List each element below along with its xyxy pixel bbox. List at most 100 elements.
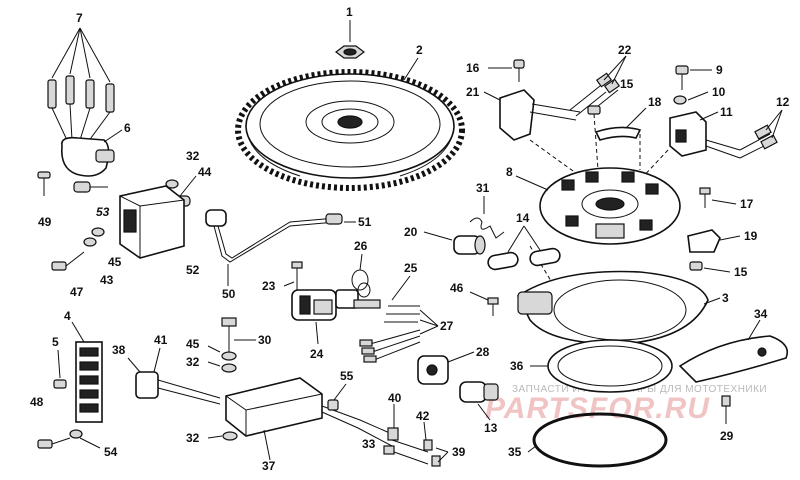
callout-45-left: 45 [108,255,122,269]
cap-13 [459,381,499,403]
sensor-28 [417,355,449,385]
callout-15-top: 15 [620,77,634,91]
callout-21: 21 [466,85,480,99]
screw-48 [37,437,71,449]
callout-20: 20 [404,225,418,239]
washer-10 [673,95,687,105]
callout-36: 36 [510,359,524,373]
screw-5 [53,379,67,389]
callout-32-top: 32 [186,149,200,163]
sensor-21 [499,89,581,141]
callout-41: 41 [154,333,168,347]
callout-12: 12 [776,95,790,109]
watermark-logo: PARTSFOR.RU [485,392,710,425]
sleeve-20 [453,235,486,255]
callout-29: 29 [720,429,734,443]
callout-2: 2 [416,43,423,57]
callout-1: 1 [346,5,353,19]
screw-9 [675,65,689,90]
callout-27: 27 [440,319,454,333]
bolt-30 [221,317,237,352]
washer-45-left [91,227,105,237]
clamp-18 [594,126,642,141]
callout-26: 26 [354,239,368,253]
spring-31 [469,217,505,239]
callout-16: 16 [466,61,480,75]
terminal-block-4 [75,341,103,423]
tubes-14 [487,247,561,271]
screw-47 [51,251,85,271]
callout-39: 39 [452,445,466,459]
screw-17 [699,187,711,208]
callout-32-middle: 32 [186,355,200,369]
stator-plate-8 [539,167,681,245]
terminals-42 [423,439,441,467]
bracket-25 [335,289,381,309]
callout-25: 25 [404,261,418,275]
terminal-33 [383,445,395,455]
callout-45-right: 45 [186,337,200,351]
flywheel-nut [335,45,365,59]
callout-54: 54 [104,445,118,459]
callout-31: 31 [476,181,490,195]
screw-16 [513,59,525,82]
callout-35: 35 [508,445,522,459]
screw-46 [487,297,499,316]
callout-19: 19 [744,229,758,243]
callout-51: 51 [358,215,372,229]
washer-32-middle [221,363,237,373]
screw-15-bottom [689,261,703,271]
callout-4: 4 [64,309,71,323]
callout-13: 13 [484,421,498,435]
washer-45-right [221,351,237,361]
terminal-40 [387,427,399,441]
callout-40: 40 [388,391,402,405]
callout-10: 10 [712,85,726,99]
callout-44: 44 [198,165,212,179]
ring-35 [532,412,668,468]
bracket-34 [678,335,789,383]
callout-34: 34 [754,307,768,321]
callout-3: 3 [722,291,729,305]
callout-49: 49 [38,215,52,229]
callout-55: 55 [340,369,354,383]
callout-32-bottom: 32 [186,431,200,445]
callout-53: 53 [96,205,110,219]
callout-46: 46 [450,281,464,295]
connector-41 [135,371,221,405]
washer-54 [69,429,83,439]
screw-29 [721,395,731,424]
washer-32-top [165,179,179,189]
ignition-coil [119,185,185,259]
callout-33: 33 [362,437,376,451]
trigger-assembly-24 [291,289,337,321]
retaining-ring-36 [547,339,673,393]
callout-38: 38 [112,343,126,357]
callout-43: 43 [100,273,114,287]
callout-14: 14 [516,211,530,225]
washer-43 [83,237,97,247]
high-tension-lead [205,209,343,263]
callout-47: 47 [70,285,84,299]
module-11 [669,111,741,159]
flywheel [235,69,465,191]
power-pack-37 [225,377,393,447]
callout-5: 5 [52,335,59,349]
callout-30: 30 [258,333,272,347]
callout-8: 8 [506,165,513,179]
screw-53 [73,181,108,193]
screw-15-top [587,105,601,115]
callout-50: 50 [222,287,236,301]
armature-plate-3 [516,270,709,345]
callout-18: 18 [648,95,662,109]
ignition-coil-boot [60,136,115,177]
callout-28: 28 [476,345,490,359]
screw-49 [37,171,51,196]
cover-19 [687,229,721,253]
terminals-27 [359,305,421,363]
spark-plug-leads [47,75,115,143]
callout-42: 42 [416,409,430,423]
washer-32-bottom [222,431,238,441]
callout-23: 23 [262,279,276,293]
